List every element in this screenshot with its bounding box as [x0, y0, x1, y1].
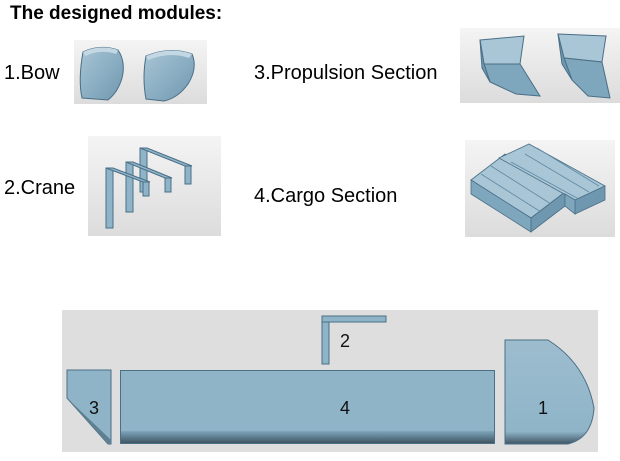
assembly-cargo-shape	[120, 370, 495, 444]
crane-shape	[105, 147, 193, 229]
module-label-bow: 1.Bow	[4, 62, 60, 84]
assembly-bow-shape	[504, 339, 595, 445]
propulsion-module-image	[460, 28, 620, 103]
assembly-crane-shape	[321, 315, 387, 365]
module-label-propulsion: 3.Propulsion Section	[254, 62, 438, 84]
cargo-module-image	[465, 140, 615, 237]
propulsion-shape-b	[557, 33, 611, 99]
assembly-propulsion-shape	[66, 369, 112, 445]
cargo-shape	[470, 143, 606, 233]
bow-module-image	[74, 40, 207, 104]
assembly-number-4: 4	[340, 398, 351, 418]
assembly-diagram: 1 2 3 4	[62, 310, 598, 452]
bow-shape-b	[143, 50, 195, 102]
bow-shape-a	[79, 46, 124, 101]
propulsion-shape-a	[479, 35, 541, 97]
crane-module-image	[88, 136, 221, 236]
module-label-cargo: 4.Cargo Section	[254, 185, 398, 207]
module-label-crane: 2.Crane	[4, 177, 76, 199]
assembly-number-2: 2	[340, 331, 351, 351]
assembly-number-3: 3	[89, 398, 100, 418]
page-title: The designed modules:	[10, 3, 223, 24]
assembly-number-1: 1	[538, 398, 549, 418]
